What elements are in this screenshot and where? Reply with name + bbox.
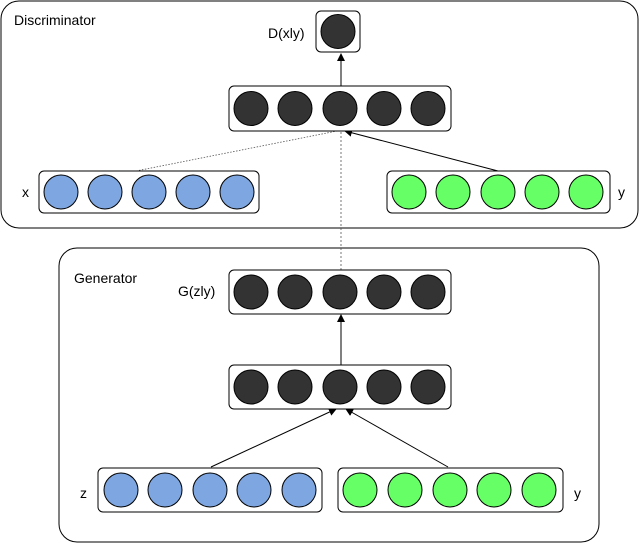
discriminator-title: Discriminator (14, 12, 96, 28)
y-input-node (568, 174, 604, 210)
generator-output-node (322, 274, 358, 310)
generator-output-node (410, 274, 446, 310)
y-input-node (476, 472, 512, 508)
y-input-node (480, 174, 516, 210)
x-input-node (175, 174, 211, 210)
discriminator-output-node (320, 14, 356, 49)
generator-hidden-node (366, 369, 402, 405)
generator-hidden-node (233, 369, 269, 405)
generator-output-node (277, 274, 313, 310)
generator-input-z-label: z (80, 485, 87, 501)
z-input-node (192, 472, 228, 508)
y-input-node (387, 472, 423, 508)
edge-y-to-generator-hidden (345, 408, 449, 468)
generator-output-node (366, 274, 402, 310)
generator-input-y-label: y (574, 485, 581, 501)
edge-x-to-discriminator-hidden (135, 130, 338, 172)
edge-z-to-generator-hidden (210, 408, 337, 468)
discriminator-output-label: D(xly) (268, 25, 305, 41)
edge-y-to-discriminator-hidden (344, 128, 499, 172)
x-input-node (131, 174, 167, 210)
z-input-node (236, 472, 272, 508)
discriminator-hidden-node (410, 91, 446, 126)
y-input-node (391, 174, 427, 210)
x-input-node (219, 174, 255, 210)
generator-title: Generator (74, 270, 137, 286)
z-input-node (281, 472, 317, 508)
y-input-node (521, 472, 557, 508)
discriminator-input-x-label: x (22, 184, 29, 200)
x-input-node (43, 174, 79, 210)
generator-output-node (233, 274, 269, 310)
discriminator-hidden-node (277, 91, 313, 126)
generator-hidden-node (322, 369, 358, 405)
generator-hidden-node (277, 369, 313, 405)
y-input-node (524, 174, 560, 210)
generator-hidden-node (410, 369, 446, 405)
discriminator-input-y-label: y (618, 184, 625, 200)
discriminator-hidden-node (233, 91, 269, 126)
y-input-node (435, 174, 471, 210)
y-input-node (432, 472, 468, 508)
z-input-node (147, 472, 183, 508)
generator-output-label: G(zly) (178, 283, 215, 299)
z-input-node (103, 472, 139, 508)
discriminator-hidden-node (366, 91, 402, 126)
y-input-node (342, 472, 378, 508)
x-input-node (87, 174, 123, 210)
discriminator-hidden-node (322, 91, 358, 126)
